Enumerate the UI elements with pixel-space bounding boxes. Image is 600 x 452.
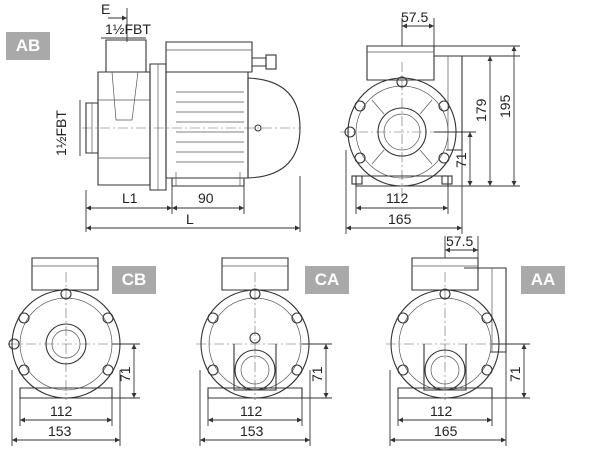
cb-dim-112-label: 112 [50, 403, 73, 419]
cb-dim-153-label: 153 [48, 423, 72, 439]
cb-dim-71-label: 71 [117, 366, 133, 382]
ab-dim-112-label: 112 [386, 190, 409, 206]
ab-dim-57-5-label: 57.5 [401, 9, 428, 25]
variant-badge-ca: CA [305, 266, 349, 294]
ca-dim-71-label: 71 [309, 366, 325, 382]
ab-front-view: 57.5 179 195 71 112 165 [340, 9, 520, 234]
variant-badge-cb: CB [112, 266, 156, 294]
ab-dim-179-label: 179 [473, 98, 489, 122]
ab-dim-71-label: 71 [453, 152, 469, 168]
dim-l1-label: L1 [122, 190, 138, 206]
dim-l-label: L [186, 211, 194, 227]
aa-dim-112-label: 112 [430, 403, 453, 419]
side-port-thread-label: 1½FBT [53, 110, 69, 156]
ab-dim-195-label: 195 [497, 94, 513, 118]
ca-dim-153-label: 153 [240, 423, 264, 439]
dim-90-label: 90 [198, 190, 214, 206]
aa-front-view: 57.5 71 112 165 [386, 233, 530, 446]
aa-dim-165-label: 165 [434, 423, 458, 439]
ab-side-view: E 1½FBT 1½FBT L1 90 L [53, 1, 301, 232]
ca-front-view: 71 112 153 [196, 257, 332, 446]
aa-dim-71-label: 71 [507, 366, 523, 382]
cb-front-view: 71 112 153 [8, 257, 140, 446]
top-port-thread-label: 1½FBT [105, 21, 151, 37]
aa-dim-57-5-label: 57.5 [446, 233, 473, 249]
dim-e-label: E [101, 1, 110, 17]
variant-badge-aa: AA [521, 266, 565, 294]
ca-dim-112-label: 112 [240, 403, 263, 419]
variant-badge-ab: AB [6, 32, 50, 60]
ab-dim-165-label: 165 [388, 211, 412, 227]
